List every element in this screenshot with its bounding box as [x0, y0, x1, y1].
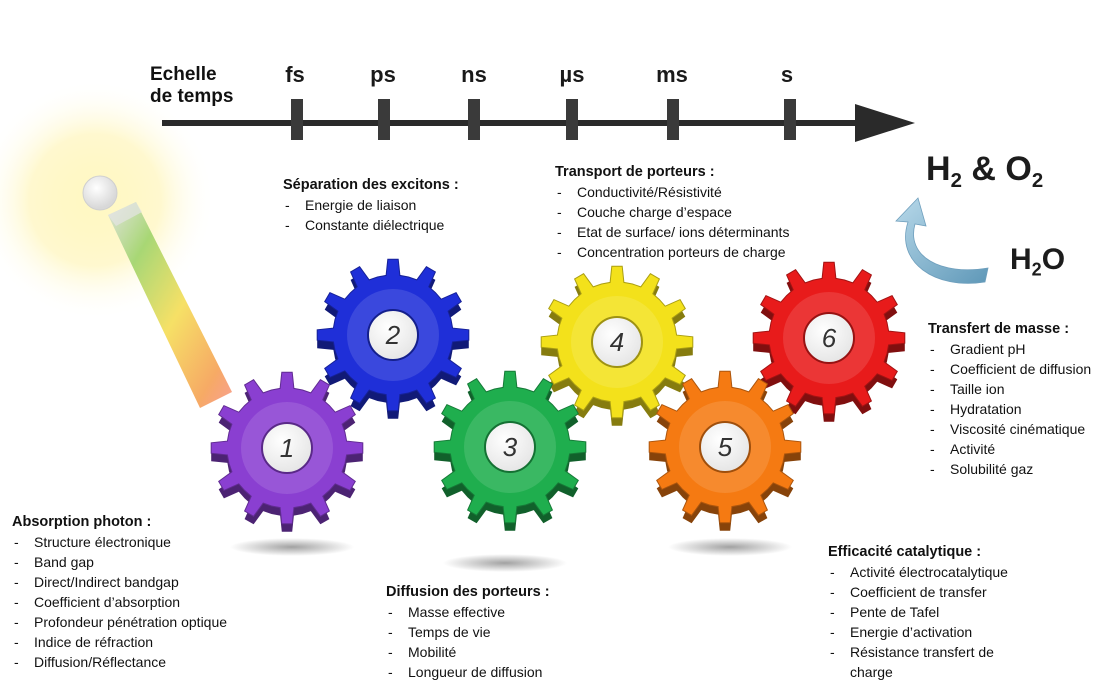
list-item: Direct/Indirect bandgap	[12, 572, 227, 592]
block-diffusion-title: Diffusion des porteurs :	[386, 584, 550, 600]
list-item: Couche charge d’espace	[555, 202, 789, 222]
list-item: Temps de vie	[386, 622, 550, 642]
list-item: Masse effective	[386, 602, 550, 622]
list-item: Viscosité cinématique	[928, 419, 1091, 439]
list-item: Coefficient de diffusion	[928, 359, 1091, 379]
block-diffusion-list: Masse effective Temps de vie Mobilité Lo…	[386, 602, 550, 682]
product-h2-o2: H2 & O2	[926, 150, 1044, 193]
gear-5-hub	[699, 421, 751, 473]
block-absorption: Absorption photon : Structure électroniq…	[12, 512, 227, 672]
list-item: Constante diélectrique	[283, 215, 459, 235]
list-item: Hydratation	[928, 399, 1091, 419]
tick-label-ns: ns	[461, 62, 487, 87]
list-item: Conductivité/Résistivité	[555, 182, 789, 202]
block-transport-title: Transport de porteurs :	[555, 164, 715, 180]
gear-3-number: 3	[503, 432, 518, 462]
list-item: Band gap	[12, 552, 227, 572]
list-item: Energie de liaison	[283, 195, 459, 215]
block-efficacite: Efficacité catalytique : Activité électr…	[828, 542, 1008, 682]
list-item: Indice de réfraction	[12, 632, 227, 652]
block-transport: Transport de porteurs : Conductivité/Rés…	[555, 162, 789, 262]
gear-6-number: 6	[822, 323, 837, 353]
reactant-h2o: H2O	[1010, 243, 1066, 280]
gear-4-hub	[591, 316, 643, 368]
list-item: Activité électrocatalytique	[828, 562, 1008, 582]
tick-label-s: s	[780, 62, 794, 87]
block-separation-title: Séparation des excitons :	[283, 177, 459, 193]
time-tick-5	[784, 99, 796, 140]
gear-1-number: 1	[280, 433, 294, 463]
gear-6: 6	[752, 261, 906, 422]
gear-5-number: 5	[718, 432, 733, 462]
light-source-icon	[82, 175, 118, 211]
time-axis-arrowhead	[855, 104, 915, 142]
time-axis-ticks	[291, 99, 796, 140]
block-absorption-title: Absorption photon :	[12, 514, 152, 530]
block-separation: Séparation des excitons : Energie de lia…	[283, 175, 459, 235]
block-diffusion: Diffusion des porteurs : Masse effective…	[386, 582, 550, 682]
block-separation-list: Energie de liaison Constante diélectriqu…	[283, 195, 459, 235]
block-masse-title: Transfert de masse :	[928, 321, 1070, 337]
gear-1-hub	[261, 422, 313, 474]
gear-2: 2	[316, 258, 470, 419]
block-absorption-list: Structure électronique Band gap Direct/I…	[12, 532, 227, 672]
list-item: Mobilité	[386, 642, 550, 662]
tick-label-fs: fs	[285, 62, 305, 87]
gear-4: 4	[540, 265, 694, 426]
block-masse-list: Gradient pH Coefficient de diffusion Tai…	[928, 339, 1091, 479]
list-item: Solubilité gaz	[928, 459, 1091, 479]
light-beam-top	[108, 202, 142, 226]
block-efficacite-list: Activité électrocatalytique Coefficient …	[828, 562, 1008, 662]
time-tick-3	[566, 99, 578, 140]
block-masse: Transfert de masse : Gradient pH Coeffic…	[928, 319, 1091, 479]
list-item: Gradient pH	[928, 339, 1091, 359]
gear-2-hub	[367, 309, 419, 361]
time-tick-4	[667, 99, 679, 140]
gear-3-hub	[484, 421, 536, 473]
gear-4-number: 4	[610, 327, 624, 357]
list-item-wrap: charge	[850, 664, 893, 680]
list-item: Concentration porteurs de charge	[555, 242, 789, 262]
gears-group: 2 4 6 1 3 5	[210, 258, 906, 532]
list-item: Energie d’activation	[828, 622, 1008, 642]
list-item: Etat de surface/ ions déterminants	[555, 222, 789, 242]
tick-label-ps: ps	[370, 62, 396, 87]
time-tick-0	[291, 99, 303, 140]
tick-label-ms: ms	[656, 62, 688, 87]
timescale-title-line1: Echelle	[150, 64, 217, 85]
list-item: Coefficient de transfer	[828, 582, 1008, 602]
timescale-title: Echelle de temps	[150, 64, 233, 108]
gear-shadows	[230, 538, 792, 572]
time-tick-2	[468, 99, 480, 140]
list-item: Coefficient d’absorption	[12, 592, 227, 612]
time-tick-1	[378, 99, 390, 140]
list-item: Profondeur pénétration optique	[12, 612, 227, 632]
timescale-title-line2: de temps	[150, 86, 234, 107]
block-efficacite-title: Efficacité catalytique :	[828, 544, 982, 560]
list-item: Structure électronique	[12, 532, 227, 552]
list-item: Pente de Tafel	[828, 602, 1008, 622]
gear-5: 5	[648, 370, 802, 531]
list-item: Activité	[928, 439, 1091, 459]
gear-2-number: 2	[385, 320, 401, 350]
block-transport-list: Conductivité/Résistivité Couche charge d…	[555, 182, 789, 262]
gear-1: 1	[210, 371, 364, 532]
list-item: Longueur de diffusion	[386, 662, 550, 682]
tick-label-us: µs	[559, 62, 585, 87]
cycle-arrow-icon	[895, 197, 989, 284]
list-item: Résistance transfert de	[828, 642, 1008, 662]
light-beam	[108, 202, 232, 408]
list-item: Taille ion	[928, 379, 1091, 399]
gear-3: 3	[433, 370, 587, 531]
list-item: Diffusion/Réflectance	[12, 652, 227, 672]
gear-6-hub	[803, 312, 855, 364]
